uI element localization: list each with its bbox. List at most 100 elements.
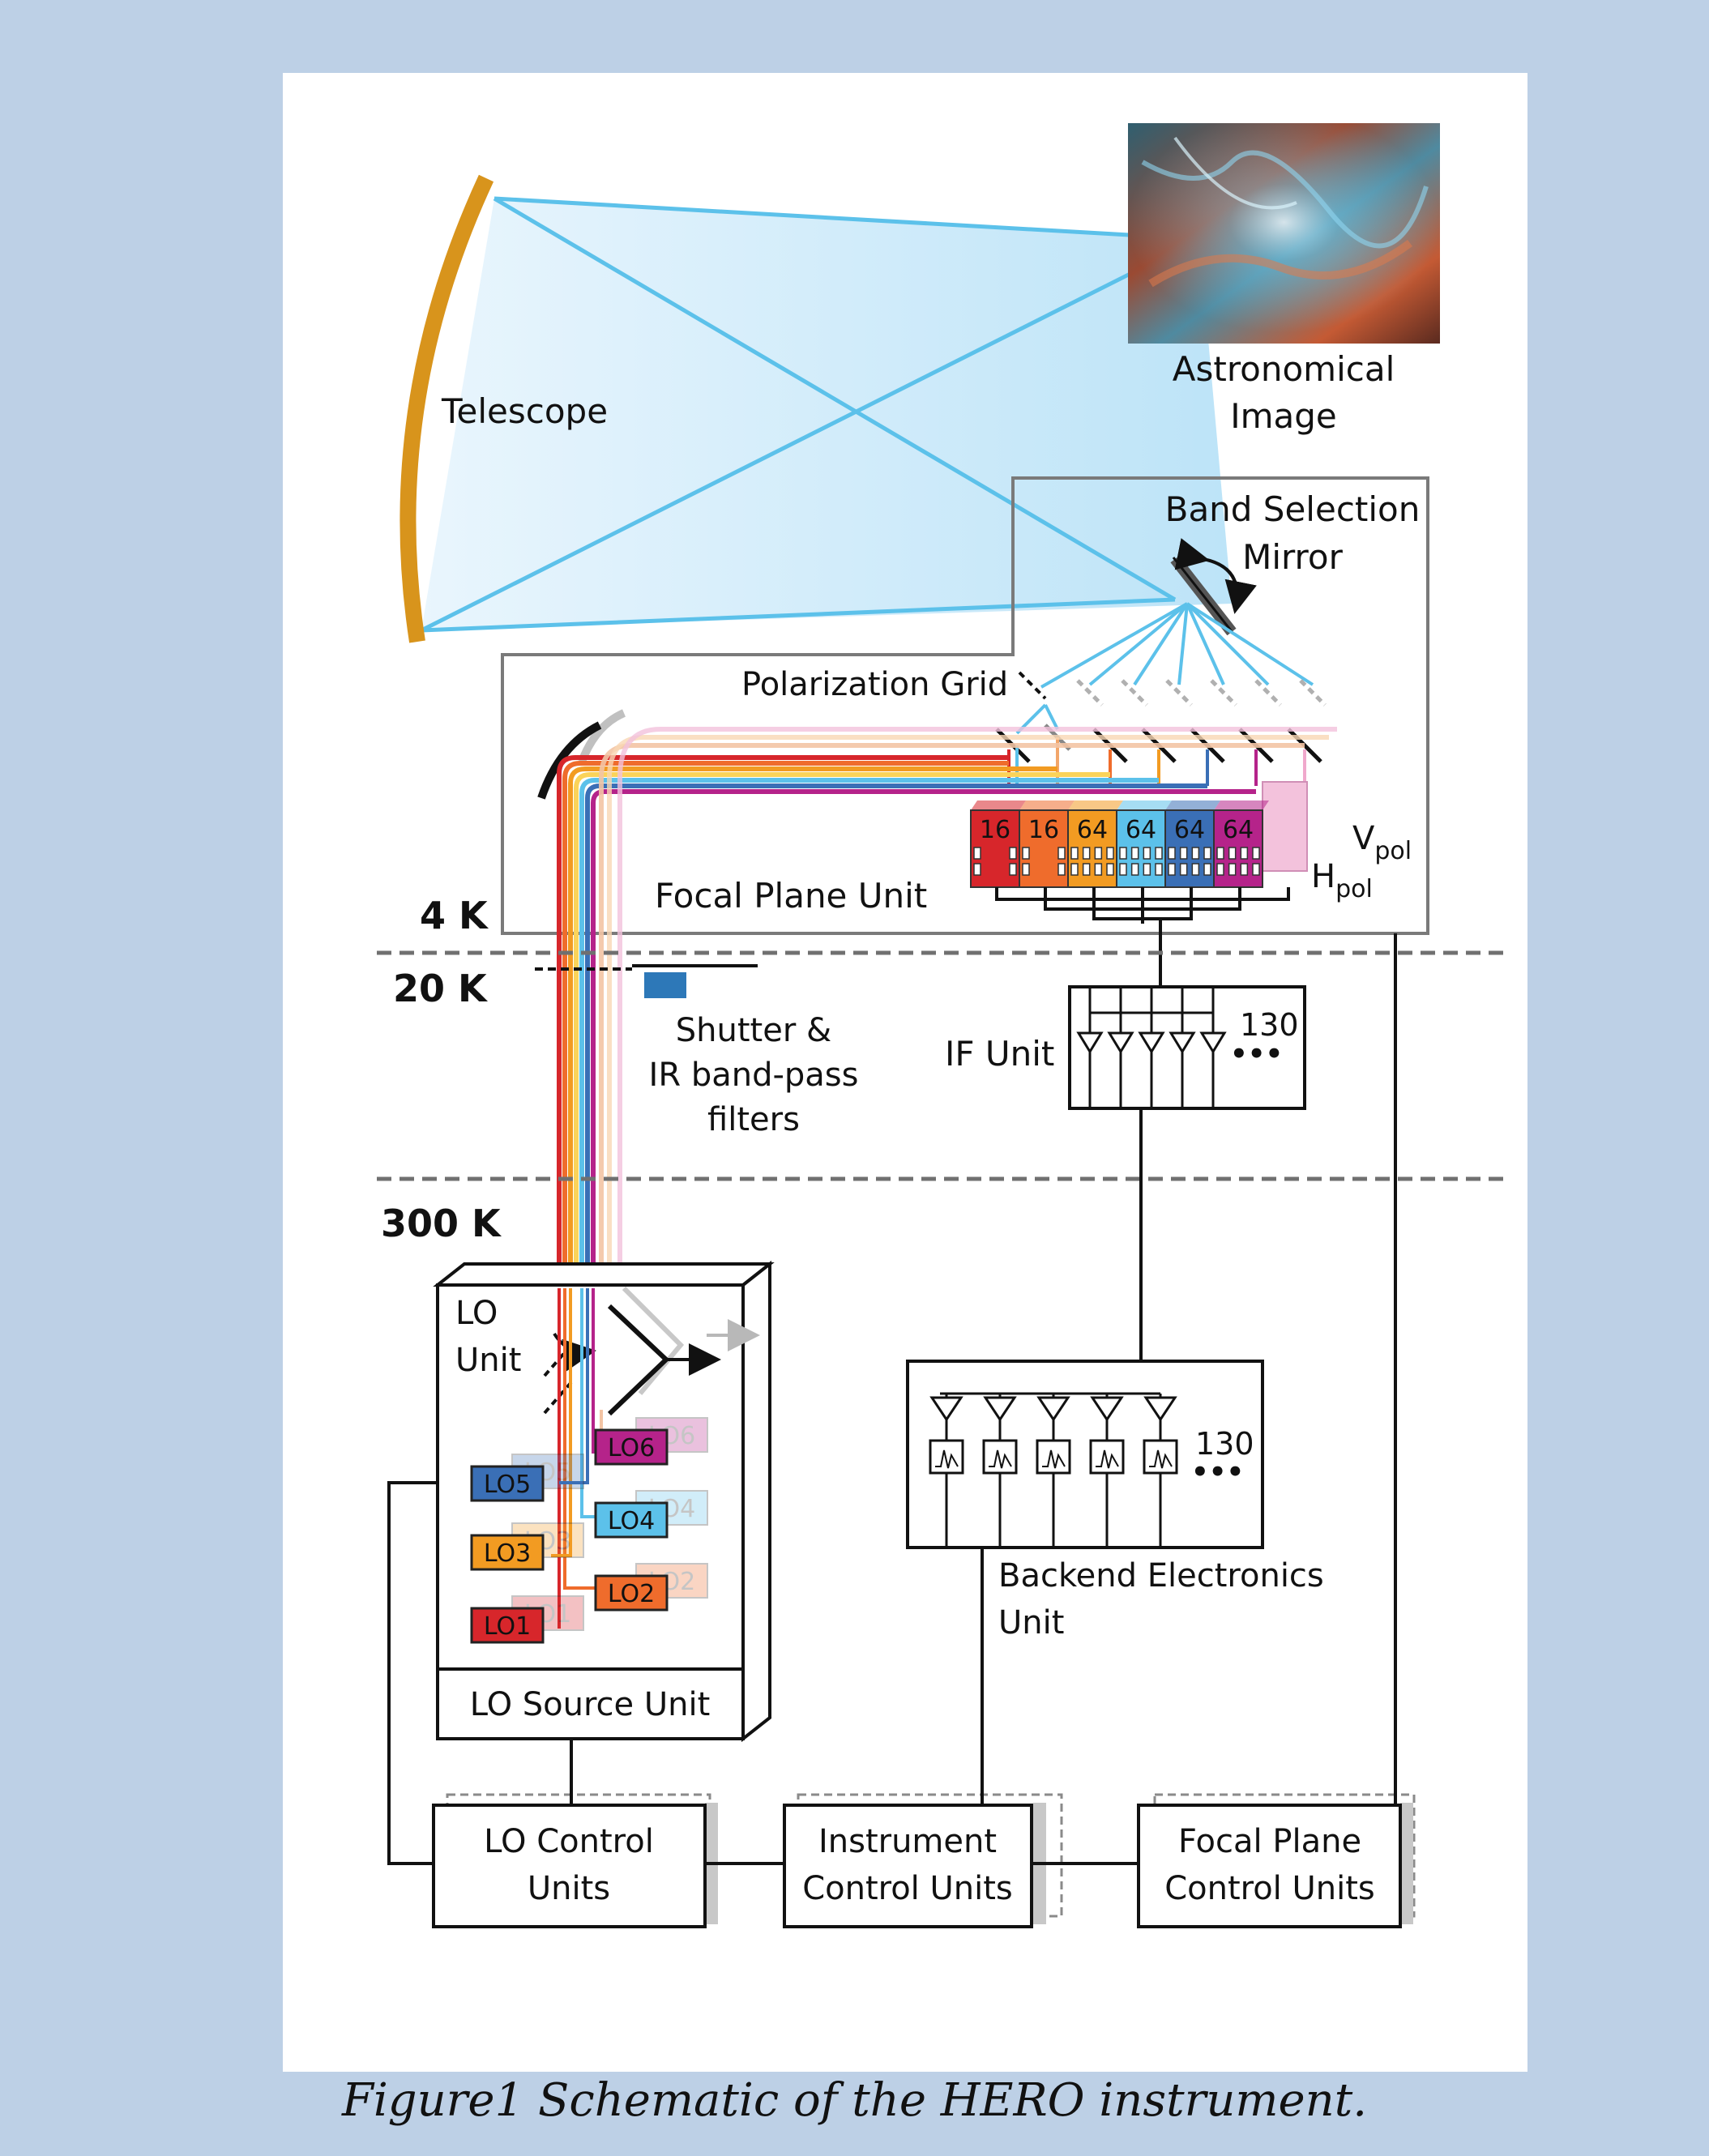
hpol-depth-block — [1262, 781, 1308, 872]
focal-plane-control-units — [1137, 1793, 1416, 1928]
control-connections — [387, 933, 1397, 1865]
focal-plane-control-label-line1: Focal Plane — [1178, 1823, 1361, 1860]
lo-source-5: LO5 — [470, 1465, 545, 1502]
detector-pixel — [1022, 863, 1030, 876]
focal-plane-control-label-line2: Control Units — [1164, 1870, 1375, 1907]
telescope-label: Telescope — [441, 391, 608, 431]
detector-pixel — [1070, 847, 1079, 860]
lo-unit-label-line1: LO — [455, 1295, 498, 1332]
detector-pixel — [1191, 847, 1200, 860]
shutter-label-line3: filters — [707, 1101, 800, 1138]
detector-pixel — [1119, 863, 1127, 876]
detector-pixel — [973, 847, 981, 860]
detector-pixel — [1094, 847, 1103, 860]
detector-pixel — [1070, 863, 1079, 876]
amplifier-icon — [1138, 1031, 1165, 1054]
detector-pixel — [1203, 863, 1211, 876]
lo-control-units — [432, 1793, 718, 1928]
amplifier-icon — [1199, 1031, 1227, 1054]
telescope-mirror — [399, 174, 494, 643]
shutter-label-line1: Shutter & — [676, 1012, 831, 1049]
detector-pixel — [1191, 863, 1200, 876]
detector-pixel — [1057, 847, 1066, 860]
detector-pixel — [1106, 847, 1114, 860]
amplifier-icon — [983, 1396, 1017, 1422]
amplifier-icon — [1143, 1396, 1177, 1422]
amplifier-icon — [929, 1396, 963, 1422]
spectrometer-icon — [1143, 1439, 1178, 1475]
lo-source-label: LO5 — [484, 1471, 531, 1499]
fpu-relay-mirror-black — [537, 721, 602, 800]
lo-source-label: LO1 — [484, 1612, 531, 1641]
detector-pixel — [1009, 847, 1017, 860]
band-selection-mirror — [1170, 538, 1257, 636]
detector-pixel — [1240, 847, 1249, 860]
if-unit-count: 130 — [1240, 1007, 1299, 1043]
detector-pixel — [1216, 863, 1224, 876]
detector-count: 16 — [980, 816, 1010, 844]
detector-pixel — [1252, 847, 1260, 860]
detector-pixel — [1094, 863, 1103, 876]
backend-count: 130 — [1195, 1426, 1254, 1462]
detector-count: 16 — [1028, 816, 1059, 844]
band-fanout-beams — [1040, 602, 1314, 689]
detector-pixel — [1168, 847, 1176, 860]
lo-source-unit-label: LO Source Unit — [470, 1686, 711, 1723]
fpu-relay-mirror-gray — [578, 709, 626, 763]
detector-count: 64 — [1077, 816, 1108, 844]
lo-source-label: LO2 — [608, 1580, 655, 1608]
detector-pixel — [1130, 847, 1139, 860]
backend-label-line2: Unit — [998, 1604, 1064, 1642]
lo-source-6: LO6 — [594, 1428, 669, 1466]
temp-300k-label: 300 K — [381, 1202, 502, 1245]
detector-pixel — [1240, 863, 1249, 876]
hpol-label: Hpol — [1311, 858, 1373, 903]
vpol-label: Vpol — [1352, 820, 1412, 865]
detector-pixel — [1143, 863, 1151, 876]
detector-count: 64 — [1174, 816, 1205, 844]
spectrometer-icon — [1036, 1439, 1071, 1475]
detector-array-1: 16 — [970, 800, 1026, 888]
detector-readout-wiring — [995, 887, 1290, 980]
lo-control-label-line2: Units — [528, 1870, 610, 1907]
amplifier-icon — [1107, 1031, 1134, 1054]
detector-pixel — [1022, 847, 1030, 860]
temp-20k-label: 20 K — [393, 967, 489, 1010]
detector-array-4: 64 — [1116, 800, 1172, 888]
detector-pixel — [1228, 847, 1237, 860]
detector-pixel — [1057, 863, 1066, 876]
amplifier-icon — [1169, 1031, 1196, 1054]
amplifier-icon — [1076, 1031, 1104, 1054]
lo-beam-bundle — [557, 727, 1337, 1288]
detector-array-6: 64 — [1213, 800, 1269, 888]
spectrometer-icon — [982, 1439, 1018, 1475]
band-polarizers — [1076, 679, 1327, 707]
astronomical-image-label-line2: Image — [1230, 396, 1337, 436]
shutter-label-line2: IR band-pass — [649, 1057, 859, 1094]
detector-pixel — [1082, 847, 1091, 860]
detector-array-3: 64 — [1067, 800, 1123, 888]
detector-pixel — [1252, 863, 1260, 876]
if-unit-label: IF Unit — [945, 1034, 1054, 1074]
if-amplifiers — [1076, 987, 1227, 1108]
detector-pixel — [1216, 847, 1224, 860]
astronomical-image — [1128, 123, 1440, 344]
detector-pixel — [1106, 863, 1114, 876]
detector-pixel — [1082, 863, 1091, 876]
lo-control-label-line1: LO Control — [484, 1823, 654, 1860]
detector-pixel — [1228, 863, 1237, 876]
backend-label-line1: Backend Electronics — [998, 1557, 1324, 1595]
band-selection-mirror-label-line2: Mirror — [1242, 537, 1343, 577]
lo-source-3: LO3 — [470, 1534, 545, 1571]
lo-source-label: LO6 — [608, 1434, 655, 1462]
backend-channels — [929, 1392, 1178, 1548]
astronomical-image-label-line1: Astronomical — [1173, 349, 1395, 389]
detector-pixel — [1119, 847, 1127, 860]
focal-plane-unit-label: Focal Plane Unit — [655, 876, 927, 916]
detector-array-5: 64 — [1164, 800, 1220, 888]
ir-filter — [644, 972, 686, 998]
if-unit-dots: ••• — [1230, 1038, 1283, 1070]
